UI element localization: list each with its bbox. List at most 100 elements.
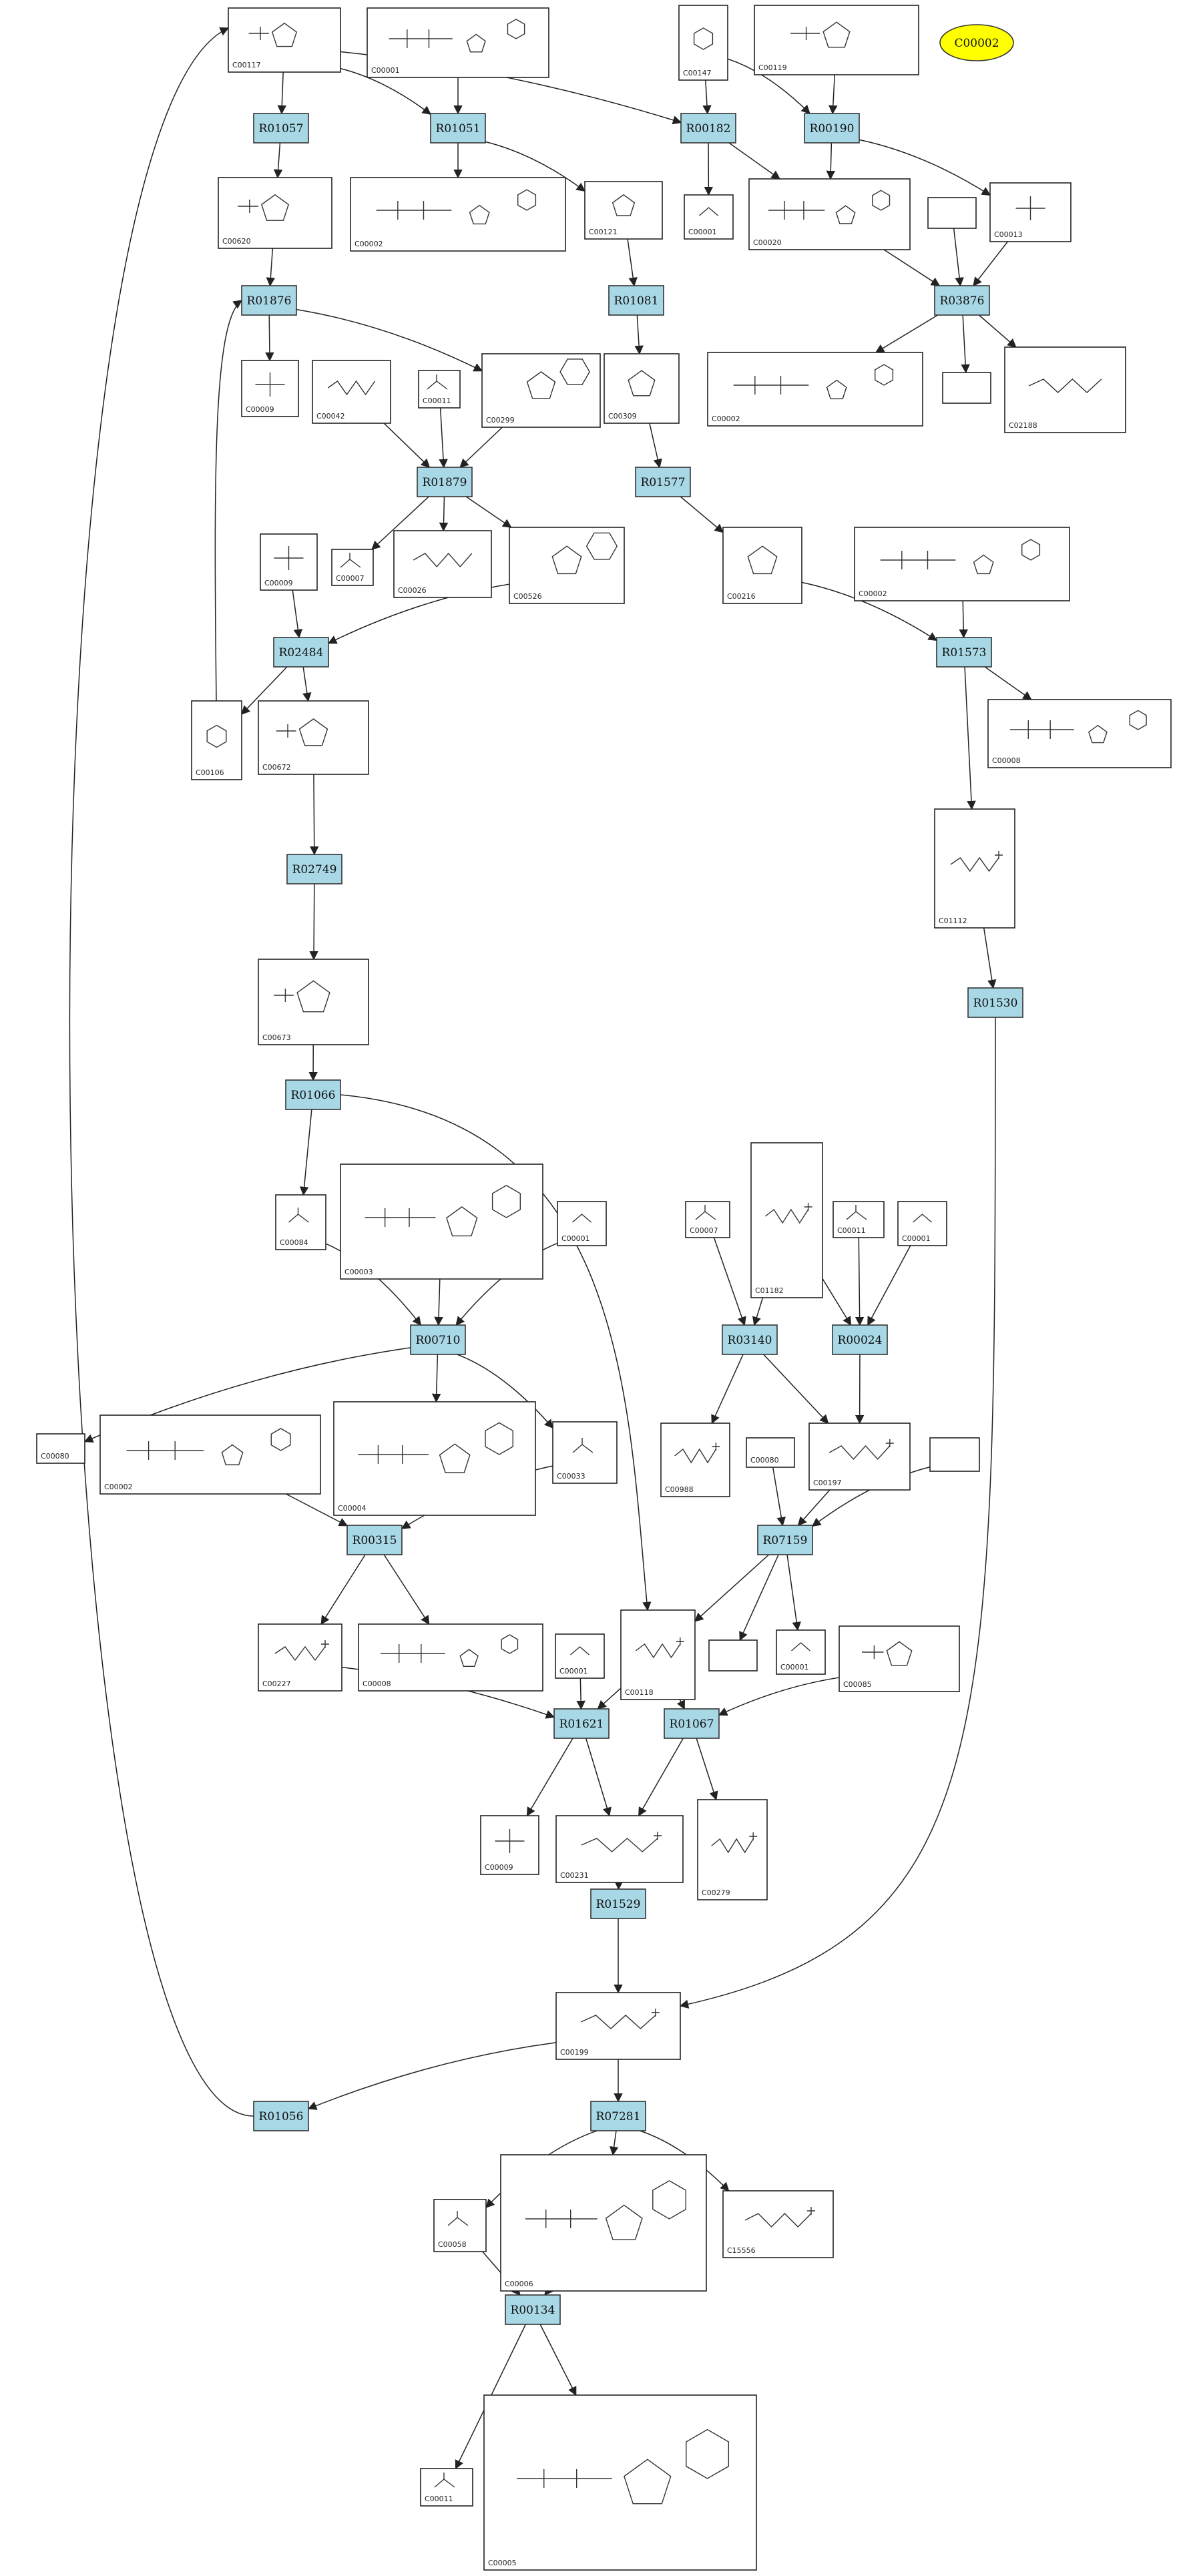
compound-c00084[interactable]: C00084 xyxy=(275,1194,326,1250)
compound-c00058[interactable]: C00058 xyxy=(433,2199,487,2252)
compound-c00002d[interactable]: C00002 xyxy=(99,1414,321,1495)
reaction-label: R00134 xyxy=(511,2304,555,2317)
reaction-R01876[interactable]: R01876 xyxy=(241,285,297,316)
compound-c00020[interactable]: C00020 xyxy=(748,178,911,250)
compound-c00002a[interactable]: C00002 xyxy=(350,177,566,252)
structure-nucleotide-icon xyxy=(381,1634,519,1667)
highlight-compound-badge[interactable]: C00002 xyxy=(939,24,1014,61)
compound-c00526[interactable]: C00526 xyxy=(509,527,625,604)
reaction-R07281[interactable]: R07281 xyxy=(590,2101,646,2131)
compound-c00106[interactable]: C00106 xyxy=(191,700,242,780)
compound-c00672[interactable]: C00672 xyxy=(258,700,369,775)
compound-c00026[interactable]: C00026 xyxy=(393,530,492,598)
compound-blank3[interactable] xyxy=(929,1437,980,1472)
reaction-R00134[interactable]: R00134 xyxy=(505,2294,561,2325)
compound-id-label: C00231 xyxy=(560,1871,589,1880)
compound-c00009b[interactable]: C00009 xyxy=(260,533,318,591)
compound-c00988[interactable]: C00988 xyxy=(660,1423,730,1497)
edge-c00121-R01081 xyxy=(627,238,638,287)
compound-c00001a[interactable]: C00001 xyxy=(367,7,549,78)
reaction-R01081[interactable]: R01081 xyxy=(608,285,664,316)
compound-c00673[interactable]: C00673 xyxy=(258,959,369,1045)
compound-c00001d[interactable]: C00001 xyxy=(897,1201,947,1246)
reaction-R01621[interactable]: R01621 xyxy=(553,1708,610,1739)
reaction-R01529[interactable]: R01529 xyxy=(590,1888,646,1919)
compound-c00001e[interactable]: C00001 xyxy=(555,1633,605,1679)
compound-c00008b[interactable]: C00008 xyxy=(358,1623,543,1692)
compound-c00001f[interactable]: C00001 xyxy=(776,1629,826,1675)
reaction-R00710[interactable]: R00710 xyxy=(410,1324,466,1355)
compound-blank4[interactable] xyxy=(708,1639,758,1671)
reaction-R01530[interactable]: R01530 xyxy=(967,987,1023,1018)
compound-c00309[interactable]: C00309 xyxy=(604,353,680,424)
compound-c00005[interactable]: C00005 xyxy=(483,2394,757,2571)
compound-c00003[interactable]: C00003 xyxy=(340,1164,543,1280)
structure-small-icon xyxy=(427,374,448,390)
compound-c00011b[interactable]: C00011 xyxy=(833,1201,885,1238)
compound-c00042[interactable]: C00042 xyxy=(312,360,391,424)
compound-c00080b[interactable]: C00080 xyxy=(746,1437,795,1468)
compound-c00227[interactable]: C00227 xyxy=(258,1623,342,1692)
reaction-R01057[interactable]: R01057 xyxy=(253,113,309,144)
reaction-R01577[interactable]: R01577 xyxy=(635,467,691,497)
reaction-R03876[interactable]: R03876 xyxy=(934,285,990,316)
edge-c00011a-R01879 xyxy=(439,407,448,469)
compound-c01182[interactable]: C01182 xyxy=(750,1142,823,1298)
compound-id-label: C00197 xyxy=(813,1479,842,1487)
compound-c00007b[interactable]: C00007 xyxy=(685,1201,730,1238)
reaction-R00024[interactable]: R00024 xyxy=(832,1324,888,1355)
compound-c00147[interactable]: C00147 xyxy=(678,5,728,81)
structure-chain-phosphate-icon xyxy=(274,1640,329,1661)
reaction-R01067[interactable]: R01067 xyxy=(664,1708,720,1739)
reaction-label: R01876 xyxy=(247,294,292,308)
compound-c00008[interactable]: C00008 xyxy=(987,699,1172,768)
structure-chain-icon xyxy=(413,552,473,568)
compound-c00013[interactable]: C00013 xyxy=(989,182,1072,242)
compound-c00197[interactable]: C00197 xyxy=(808,1423,911,1491)
compound-c00199[interactable]: C00199 xyxy=(555,1992,681,2060)
compound-c00299[interactable]: C00299 xyxy=(481,353,601,428)
compound-c00007a[interactable]: C00007 xyxy=(331,549,374,586)
reaction-R02749[interactable]: R02749 xyxy=(286,854,342,884)
compound-c00119[interactable]: C00119 xyxy=(754,5,919,75)
compound-blank2[interactable] xyxy=(942,372,991,404)
reaction-R00315[interactable]: R00315 xyxy=(346,1525,403,1555)
compound-c00001c[interactable]: C00001 xyxy=(557,1201,607,1246)
compound-c00231[interactable]: C00231 xyxy=(555,1815,684,1883)
compound-c00004[interactable]: C00004 xyxy=(333,1401,536,1516)
compound-c00002b[interactable]: C00002 xyxy=(707,352,923,427)
reaction-R07159[interactable]: R07159 xyxy=(757,1525,813,1555)
compound-c00011c[interactable]: C00011 xyxy=(420,2468,473,2507)
compound-c00620[interactable]: C00620 xyxy=(218,177,332,249)
compound-c00011a[interactable]: C00011 xyxy=(418,370,461,409)
reaction-R02484[interactable]: R02484 xyxy=(273,637,329,668)
edge-c00147-R00190 xyxy=(727,58,810,114)
compound-c00033[interactable]: C00033 xyxy=(552,1421,618,1484)
reaction-R01066[interactable]: R01066 xyxy=(285,1079,341,1110)
reaction-R01056[interactable]: R01056 xyxy=(253,2101,309,2131)
compound-c00080a[interactable]: C00080 xyxy=(36,1433,85,1464)
compound-id-label: C00672 xyxy=(262,763,291,772)
compound-c00009a[interactable]: C00009 xyxy=(241,360,299,417)
compound-c00216[interactable]: C00216 xyxy=(722,527,802,604)
compound-c00118[interactable]: C00118 xyxy=(620,1609,696,1700)
edge-c00003-R00710 xyxy=(434,1278,443,1326)
compound-c00001b[interactable]: C00001 xyxy=(684,194,734,240)
compound-blank1[interactable] xyxy=(927,197,977,229)
compound-c01112[interactable]: C01112 xyxy=(934,808,1015,929)
reaction-R00182[interactable]: R00182 xyxy=(680,113,736,144)
compound-c00085[interactable]: C00085 xyxy=(839,1625,960,1692)
compound-c00279[interactable]: C00279 xyxy=(697,1799,768,1900)
compound-c00002c[interactable]: C00002 xyxy=(854,527,1070,601)
compound-c02188[interactable]: C02188 xyxy=(1004,346,1126,433)
reaction-R03140[interactable]: R03140 xyxy=(722,1324,778,1355)
reaction-R01879[interactable]: R01879 xyxy=(417,467,473,497)
reaction-R00190[interactable]: R00190 xyxy=(804,113,860,144)
compound-c00121[interactable]: C00121 xyxy=(584,181,663,240)
reaction-R01051[interactable]: R01051 xyxy=(430,113,486,144)
compound-c00117[interactable]: C00117 xyxy=(228,7,341,73)
compound-c00006[interactable]: C00006 xyxy=(500,2154,707,2292)
reaction-R01573[interactable]: R01573 xyxy=(936,637,992,668)
compound-c00009c[interactable]: C00009 xyxy=(480,1815,539,1875)
compound-c15556[interactable]: C15556 xyxy=(722,2190,834,2258)
